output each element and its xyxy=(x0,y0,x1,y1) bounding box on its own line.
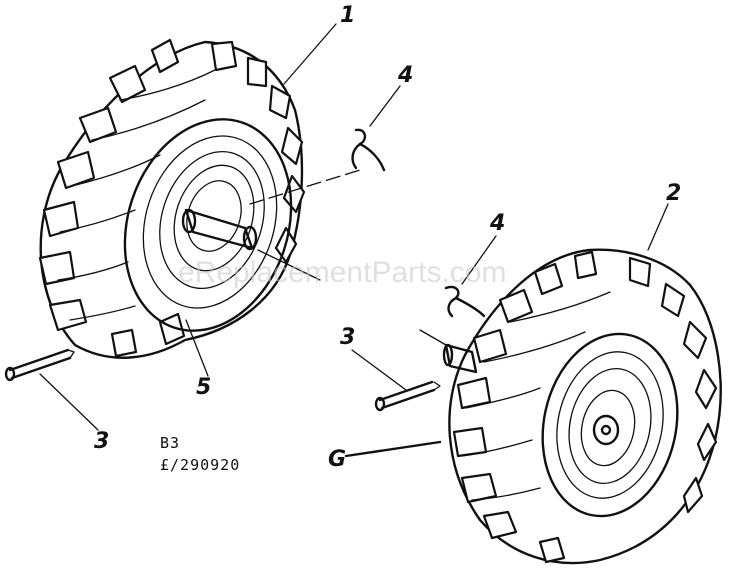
callout-part-6: G xyxy=(328,447,346,472)
drawing-code-line-1: B3 xyxy=(160,434,180,452)
leader-lines xyxy=(39,23,669,458)
right-hub xyxy=(592,414,620,446)
left-pin xyxy=(4,348,75,382)
right-axle-stub xyxy=(419,329,478,374)
right-rim-inner xyxy=(556,351,664,499)
right-tire-lug-lines xyxy=(461,291,611,501)
callout-part-3-left: 3 xyxy=(94,429,109,454)
right-wheel-assembly xyxy=(419,248,722,565)
left-axle-hub xyxy=(181,208,258,251)
right-pin xyxy=(374,380,441,412)
left-rim-inner xyxy=(142,135,278,309)
right-hairpin-clip xyxy=(444,285,486,318)
left-tire-tread xyxy=(38,38,306,358)
callout-part-1: 1 xyxy=(340,3,355,28)
callout-part-4-left: 4 xyxy=(397,63,413,88)
left-hairpin-clip xyxy=(351,128,386,172)
right-tire xyxy=(448,248,722,565)
watermark: eReplacementParts.com xyxy=(178,256,506,289)
callout-part-5: 5 xyxy=(196,375,211,400)
drawing-code-line-2: £/290920 xyxy=(160,456,240,474)
callout-part-4-right: 4 xyxy=(489,211,505,236)
callout-part-2: 2 xyxy=(666,181,681,206)
left-wheel-assembly xyxy=(38,38,361,359)
callout-part-3-right: 3 xyxy=(340,325,355,350)
right-tire-tread xyxy=(452,250,718,564)
left-rim-outer xyxy=(123,118,293,332)
right-rim-outer xyxy=(541,332,679,518)
